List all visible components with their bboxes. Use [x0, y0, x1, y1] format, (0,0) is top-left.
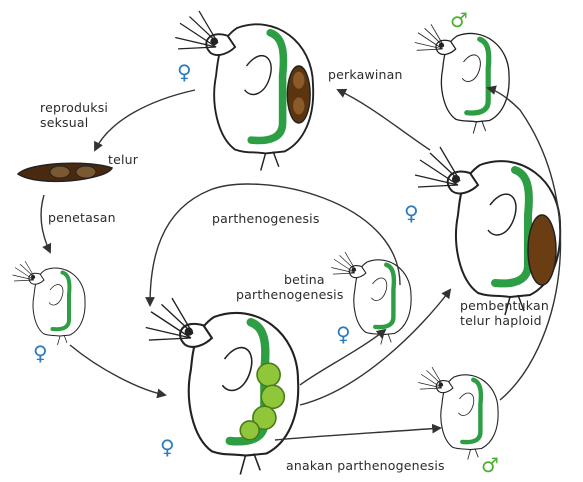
- female-forming-haploid-egg: [415, 147, 560, 315]
- label-penetasan: penetasan: [48, 210, 116, 225]
- label-reproduksi: reproduksi: [40, 100, 108, 115]
- young-male-bottom: [418, 367, 498, 459]
- label-seksual: seksual: [40, 115, 88, 130]
- female-symbol-hatchling: ♀: [33, 343, 48, 363]
- label-pembentukan: pembentukan: [460, 298, 549, 313]
- label-betina-parthenogenesis: parthenogenesis: [236, 287, 344, 302]
- resting-egg: [18, 163, 112, 181]
- male-symbol-bottom: ♂: [481, 455, 499, 475]
- label-anakan-parthenogenesis: anakan parthenogenesis: [286, 458, 445, 473]
- label-telur: telur: [108, 152, 138, 167]
- label-parthenogenesis-top: parthenogenesis: [212, 211, 320, 226]
- female-symbol-right: ♀: [404, 203, 419, 223]
- hatchling-female: [13, 261, 86, 345]
- male-symbol-top-right: ♂: [450, 10, 468, 30]
- adult-female-with-haploid-eggs: [175, 11, 313, 171]
- label-telur-haploid: telur haploid: [460, 313, 542, 328]
- female-symbol-center: ♀: [160, 437, 175, 457]
- female-symbol-small-right: ♀: [336, 324, 351, 344]
- label-betina: betina: [284, 272, 325, 287]
- female-symbol-top: ♀: [177, 62, 192, 82]
- label-perkawinan: perkawinan: [328, 67, 403, 82]
- adult-male-top: [415, 24, 509, 133]
